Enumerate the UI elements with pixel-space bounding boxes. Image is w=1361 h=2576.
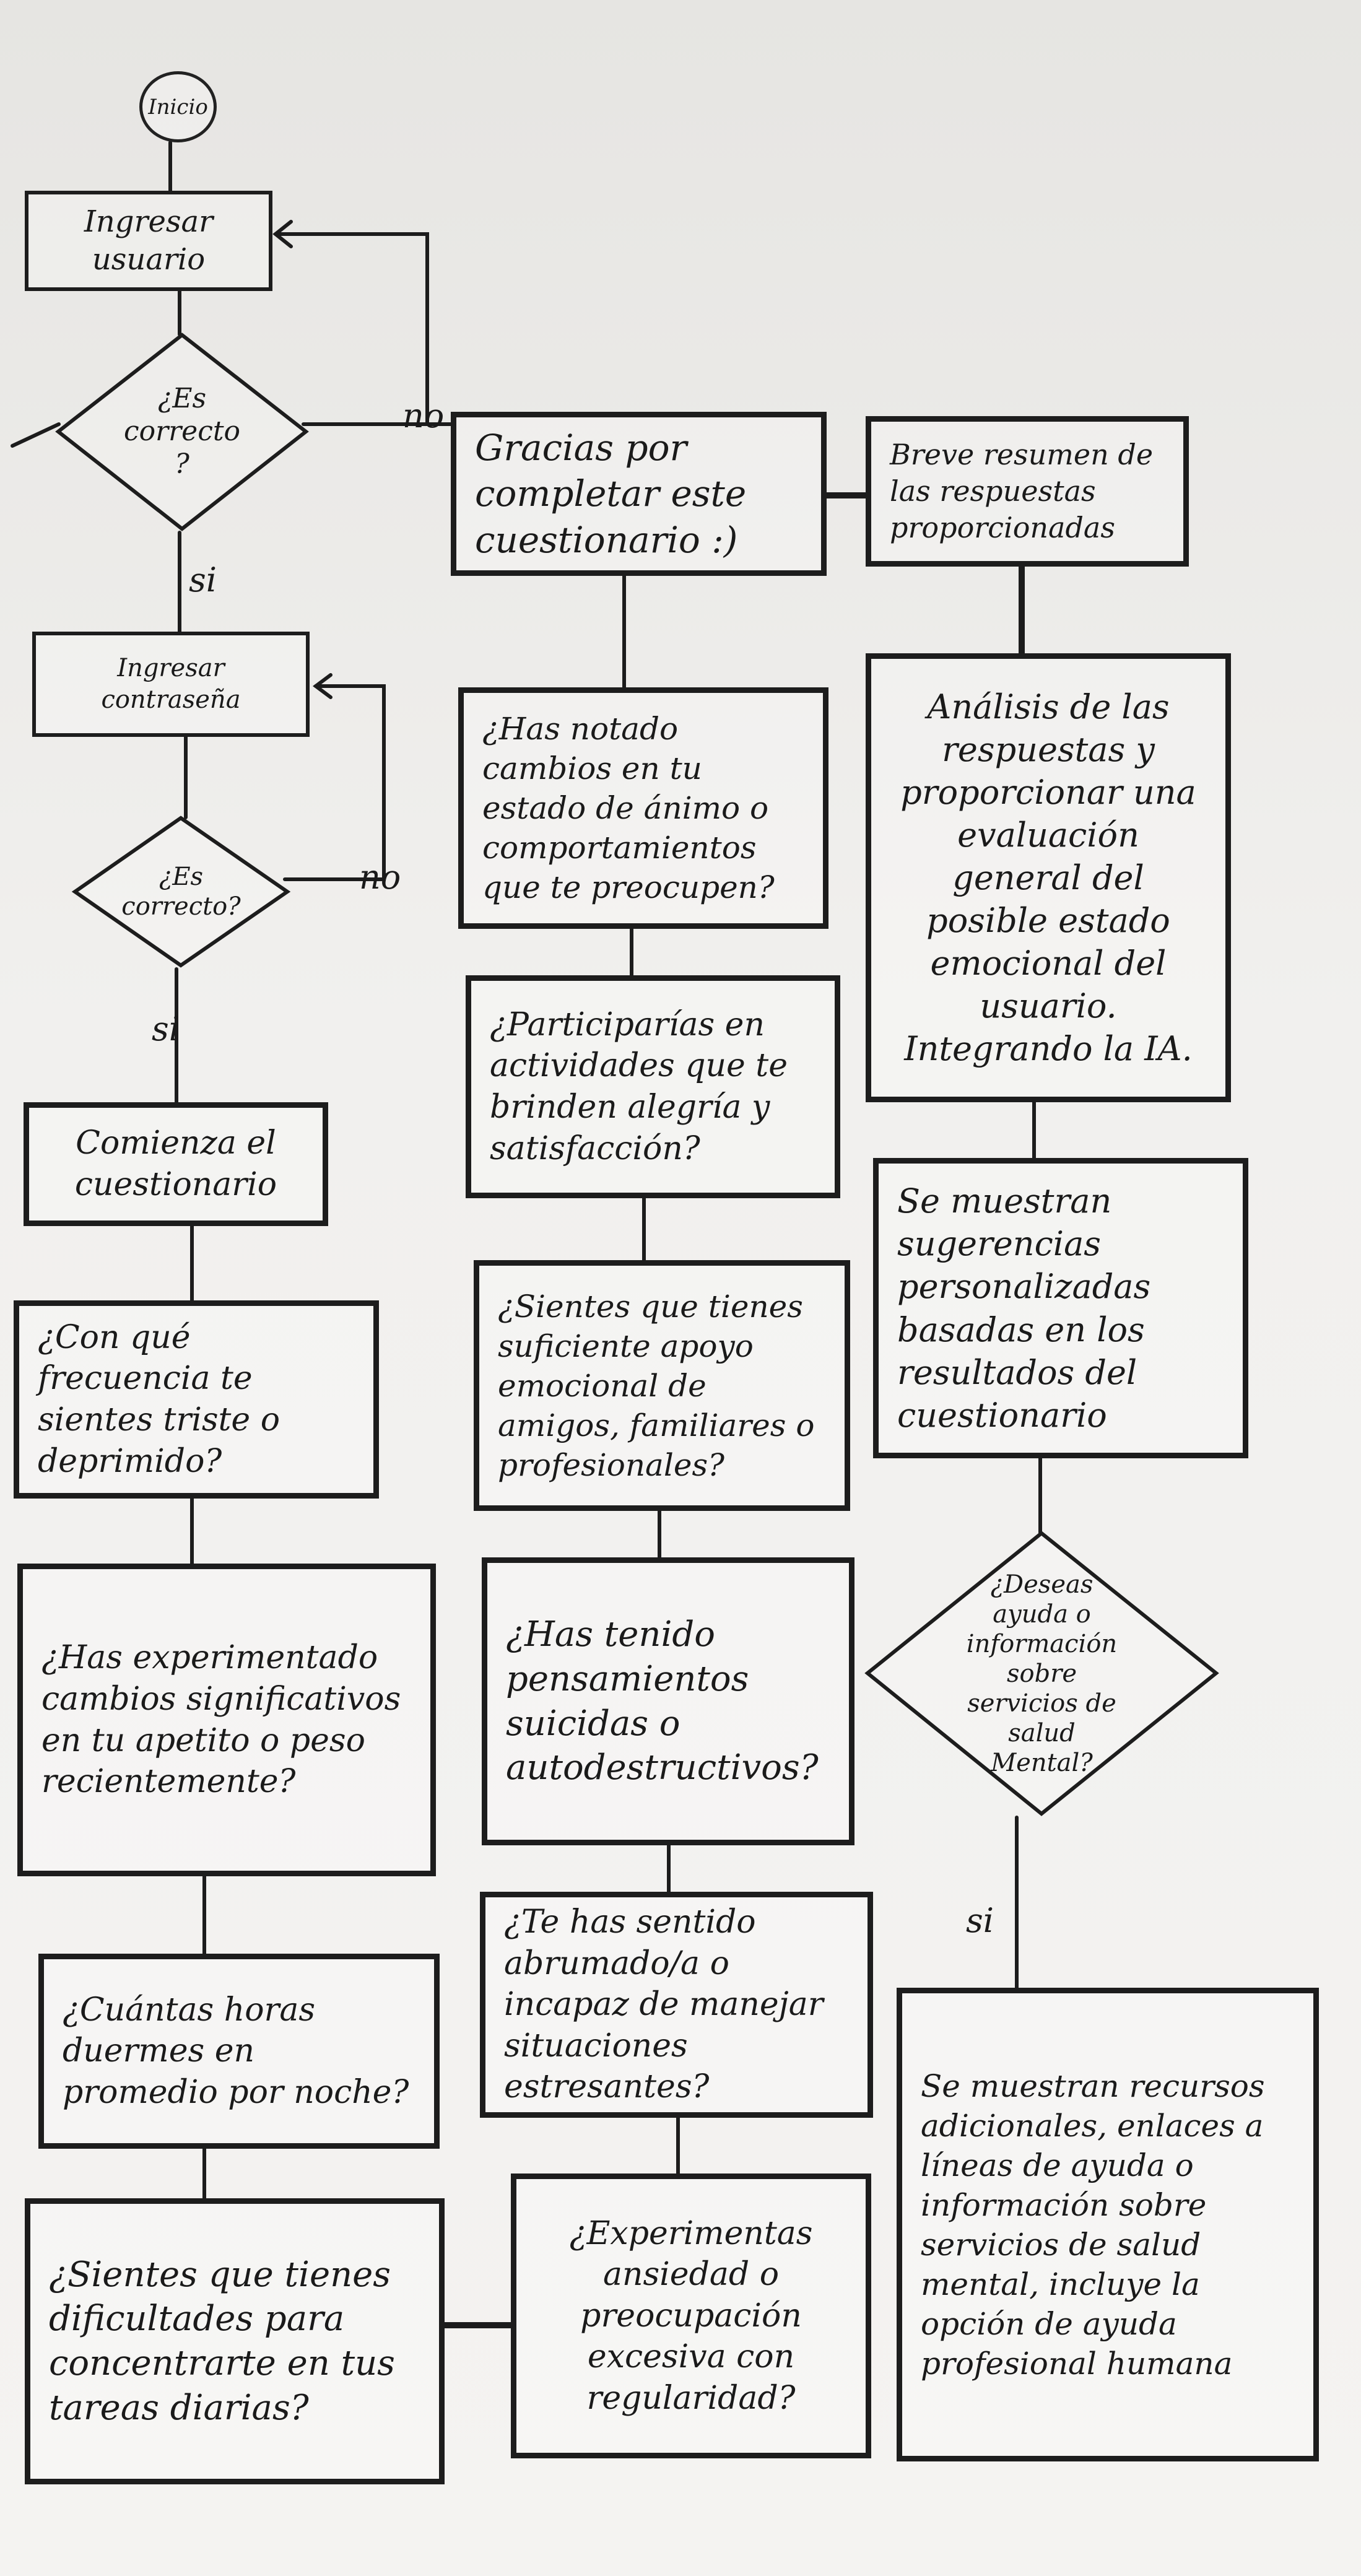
q8-box: ¿Sientes que tienes suficiente apoyo emo… xyxy=(474,1260,850,1511)
gracias-box: Gracias por completar este cuestionario … xyxy=(451,412,827,576)
recursos-box: Se muestran recursos adicionales, enlace… xyxy=(897,1988,1319,2461)
resumen-text: Breve resumen de las respuestas proporci… xyxy=(890,438,1154,544)
q9-text: ¿Participarías en actividades que te bri… xyxy=(490,1006,788,1167)
es-correcto-1-text: ¿Es correcto ? xyxy=(123,383,241,480)
q1-box: ¿Con qué frecuencia te sientes triste o … xyxy=(14,1300,379,1499)
connector-no1-arrowhead xyxy=(272,220,293,248)
label-si-1: si xyxy=(189,560,217,599)
sugerencias-text: Se muestran sugerencias personalizadas b… xyxy=(897,1181,1151,1435)
desea-ayuda-decision: ¿Deseas ayuda o información sobre servic… xyxy=(864,1530,1220,1817)
q4-text: ¿Sientes que tienes dificultades para co… xyxy=(49,2254,395,2428)
gracias-text: Gracias por completar este cuestionario … xyxy=(475,427,747,561)
connector-left-edge-tick xyxy=(11,422,61,448)
q7-text: ¿Has tenido pensamientos suicidas o auto… xyxy=(506,1614,819,1788)
analisis-text: Análisis de las respuestas y proporciona… xyxy=(900,687,1196,1069)
connector-no1-loop xyxy=(274,232,429,426)
q10-box: ¿Has notado cambios en tu estado de ánim… xyxy=(458,687,828,929)
q10-text: ¿Has notado cambios en tu estado de ánim… xyxy=(482,711,775,905)
sugerencias-box: Se muestran sugerencias personalizadas b… xyxy=(873,1158,1248,1458)
resumen-box: Breve resumen de las respuestas proporci… xyxy=(866,416,1189,567)
start-terminal: Inicio xyxy=(139,71,217,142)
q1-text: ¿Con qué frecuencia te sientes triste o … xyxy=(38,1318,280,1480)
q7-box: ¿Has tenido pensamientos suicidas o auto… xyxy=(482,1557,854,1845)
connector-no2-arrowhead xyxy=(313,673,333,699)
label-no-2: no xyxy=(359,858,401,897)
ingresar-contrasena-text: Ingresar contraseña xyxy=(101,653,241,714)
q3-text: ¿Cuántas horas duermes en promedio por n… xyxy=(63,1991,409,2111)
q9-box: ¿Participarías en actividades que te bri… xyxy=(466,975,840,1198)
q2-text: ¿Has experimentado cambios significativo… xyxy=(41,1639,401,1801)
q3-box: ¿Cuántas horas duermes en promedio por n… xyxy=(38,1954,440,2149)
q2-box: ¿Has experimentado cambios significativo… xyxy=(17,1564,436,1876)
ingresar-usuario-box: Ingresar usuario xyxy=(25,191,272,291)
comienza-cuestionario-box: Comienza el cuestionario xyxy=(24,1102,328,1226)
label-no-1: no xyxy=(402,396,445,435)
es-correcto-2-text: ¿Es correcto? xyxy=(121,863,241,921)
label-si-2: si xyxy=(152,1009,180,1048)
q4-box: ¿Sientes que tienes dificultades para co… xyxy=(25,2198,445,2484)
desea-ayuda-text: ¿Deseas ayuda o información sobre servic… xyxy=(966,1570,1118,1777)
ingresar-contrasena-box: Ingresar contraseña xyxy=(32,632,310,737)
es-correcto-1-decision: ¿Es correcto ? xyxy=(54,331,310,533)
q6-box: ¿Te has sentido abrumado/a o incapaz de … xyxy=(480,1892,873,2118)
q6-text: ¿Te has sentido abrumado/a o incapaz de … xyxy=(504,1904,824,2106)
analisis-box: Análisis de las respuestas y proporciona… xyxy=(866,653,1231,1102)
q5-box: ¿Experimentas ansiedad o preocupación ex… xyxy=(511,2174,871,2458)
q5-text: ¿Experimentas ansiedad o preocupación ex… xyxy=(569,2214,813,2417)
start-label: Inicio xyxy=(148,94,208,120)
q8-text: ¿Sientes que tienes suficiente apoyo emo… xyxy=(498,1288,815,1483)
comienza-cuestionario-text: Comienza el cuestionario xyxy=(74,1125,277,1203)
ingresar-usuario-text: Ingresar usuario xyxy=(84,204,214,277)
label-si-3: si xyxy=(966,1901,994,1940)
connector-no2-loop xyxy=(283,684,386,881)
es-correcto-2-decision: ¿Es correcto? xyxy=(71,814,291,969)
recursos-text: Se muestran recursos adicionales, enlace… xyxy=(921,2068,1265,2382)
